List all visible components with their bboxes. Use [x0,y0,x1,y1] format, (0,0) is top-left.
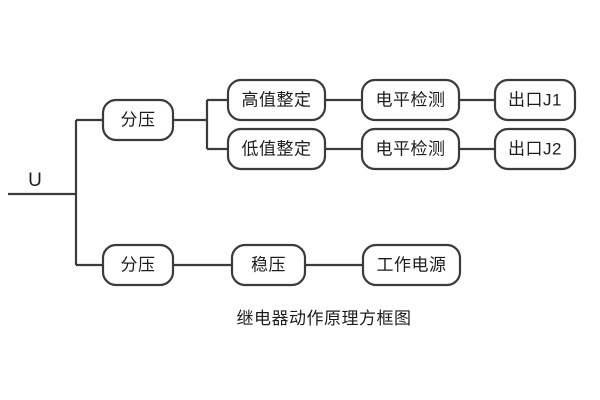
node-power-supply-label: 工作电源 [377,255,447,274]
node-low-set[interactable]: 低值整定 [226,127,327,171]
wire-layer [8,98,495,267]
node-level-detect-1[interactable]: 电平检测 [360,78,461,122]
node-high-set[interactable]: 高值整定 [226,78,327,122]
node-level-detect-1-label: 电平检测 [376,90,446,109]
node-divider-top-box[interactable] [101,98,175,142]
node-divider-bottom-box[interactable] [101,243,175,287]
node-divider-bottom[interactable]: 分压 [101,243,175,287]
node-output-j1-label: 出口J1 [508,90,562,109]
node-high-set-box[interactable] [226,78,327,122]
node-divider-top-label: 分压 [121,110,156,129]
node-output-j2-label: 出口J2 [508,139,562,158]
node-power-supply-box[interactable] [361,243,462,287]
node-level-detect-2-box[interactable] [360,127,461,171]
node-high-set-label: 高值整定 [242,90,312,109]
node-power-supply[interactable]: 工作电源 [361,243,462,287]
node-level-detect-2-label: 电平检测 [376,139,446,158]
node-output-j1[interactable]: 出口J1 [493,78,577,122]
node-regulator-label: 稳压 [251,255,286,274]
node-output-j1-box[interactable] [493,78,577,122]
node-output-j2[interactable]: 出口J2 [493,127,577,171]
node-regulator-box[interactable] [230,243,307,287]
node-level-detect-2[interactable]: 电平检测 [360,127,461,171]
node-low-set-label: 低值整定 [242,139,312,158]
node-output-j2-box[interactable] [493,127,577,171]
node-divider-bottom-label: 分压 [121,255,156,274]
diagram-caption: 继电器动作原理方框图 [237,309,412,328]
input-voltage-label: U [28,170,42,191]
node-layer: 分压 高值整定 低值整定 电平检测 电平检测 出口J1 [101,78,577,287]
node-regulator[interactable]: 稳压 [230,243,307,287]
node-level-detect-1-box[interactable] [360,78,461,122]
node-divider-top[interactable]: 分压 [101,98,175,142]
node-low-set-box[interactable] [226,127,327,171]
